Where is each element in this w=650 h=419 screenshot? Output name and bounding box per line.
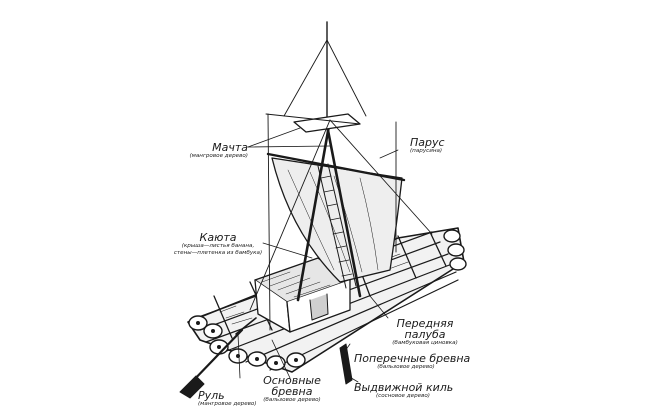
label-main-logs-main2: бревна bbox=[271, 385, 313, 398]
label-rudder-sub: (мангровое дерево) bbox=[198, 401, 257, 407]
label-keel: Выдвижной киль (сосновое дерево) bbox=[354, 381, 454, 400]
label-crossbeams-sub: (бальзовое дерево) bbox=[377, 364, 435, 370]
label-foredeck-main2: палуба bbox=[404, 328, 446, 341]
label-rudder: Руль (мангровое дерево) bbox=[198, 390, 257, 408]
label-main-logs-main1: Основные bbox=[263, 374, 321, 387]
label-main-logs-sub: (бальзовое дерево) bbox=[263, 397, 321, 403]
label-cabin-main: Каюта bbox=[199, 231, 237, 244]
label-cabin: Каюта (крыша—листья банана, стены—плетен… bbox=[170, 232, 266, 256]
label-foredeck-main1: Передняя bbox=[396, 317, 454, 330]
label-cabin-sub2: стены—плетенка из бамбука) bbox=[173, 249, 263, 256]
label-crossbeams-main: Поперечные бревна bbox=[354, 352, 471, 365]
label-keel-sub: (сосновое дерево) bbox=[376, 393, 430, 399]
mast bbox=[249, 21, 433, 331]
label-mast-main: Мачта bbox=[212, 141, 248, 154]
label-foredeck: Передняя палуба (бамбуковая циновка) bbox=[392, 318, 458, 347]
label-rudder-main: Руль bbox=[198, 389, 225, 402]
label-sail: Парус (парусина) bbox=[410, 137, 445, 155]
label-keel-main: Выдвижной киль bbox=[354, 381, 454, 394]
label-crossbeams: Поперечные бревна (бальзовое дерево) bbox=[354, 352, 471, 371]
label-mast: Мачта (мангровое дерево) bbox=[178, 142, 248, 160]
label-mast-sub: (мангровое дерево) bbox=[189, 153, 248, 159]
leader-lines bbox=[237, 127, 399, 383]
label-sail-main: Парус bbox=[410, 136, 445, 149]
label-main-logs: Основные бревна (бальзовое дерево) bbox=[262, 375, 322, 404]
rudder bbox=[179, 317, 257, 399]
label-sail-sub: (парусина) bbox=[410, 148, 443, 154]
label-cabin-sub1: (крыша—листья банана, bbox=[181, 243, 255, 249]
label-foredeck-sub: (бамбуковая циновка) bbox=[392, 340, 458, 346]
